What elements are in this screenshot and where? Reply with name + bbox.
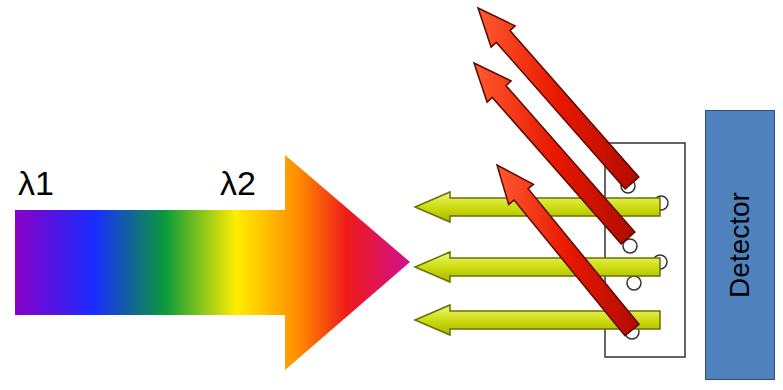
- spectrum-arrow: [15, 155, 410, 370]
- scattered-red-arrows: [474, 8, 639, 336]
- wavelength-label: λ1: [18, 166, 54, 200]
- wavelength-label: λ2: [220, 166, 256, 200]
- detector-box: Detector: [705, 110, 775, 380]
- node-label: Detector: [726, 192, 754, 298]
